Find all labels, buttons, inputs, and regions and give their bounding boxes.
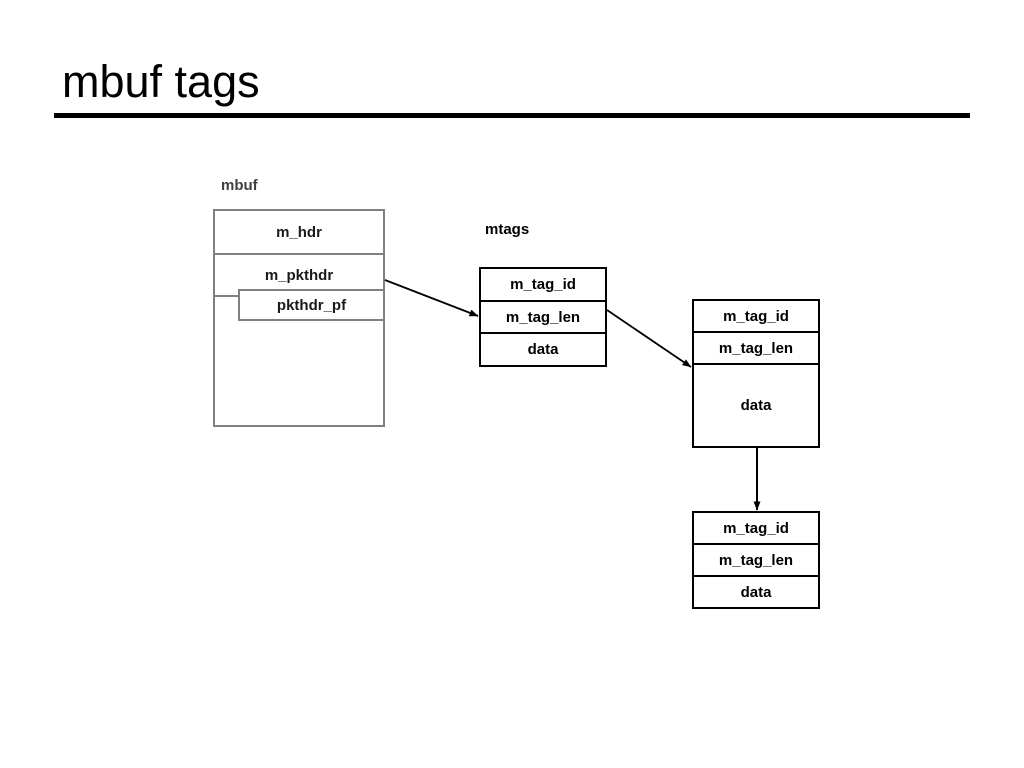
mtag-3-field-m-tag-id: m_tag_id <box>694 513 818 545</box>
mtag-box-1: m_tag_id m_tag_len data <box>479 267 607 367</box>
mtag-3-field-data: data <box>740 583 772 601</box>
mbuf-field-m-hdr: m_hdr <box>215 211 383 255</box>
mtags-caption: mtags <box>485 221 530 238</box>
mtag-1-field-data: data <box>527 341 559 358</box>
mtag-box-3: m_tag_id m_tag_len data <box>692 511 820 609</box>
mtag-2-field-m-tag-len: m_tag_len <box>694 333 818 365</box>
mtag-1-field-m-tag-id: m_tag_id <box>481 269 605 302</box>
arrow-mbuf-to-mtag1 <box>384 279 479 317</box>
page-title: mbuf tags <box>62 56 260 107</box>
mtag-2-field-m-tag-id: m_tag_id <box>694 301 818 333</box>
mtag-3-field-m-tag-len: m_tag_len <box>694 545 818 577</box>
mtag-1-field-m-tag-len: m_tag_len <box>481 302 605 334</box>
mbuf-struct-box: m_hdr m_pkthdr pkthdr_pf <box>213 209 385 427</box>
mbuf-caption: mbuf <box>221 177 258 194</box>
mtag-2-field-data: data <box>740 397 772 414</box>
mbuf-field-pkthdr-pf: pkthdr_pf <box>238 289 385 321</box>
mtag-box-2: m_tag_id m_tag_len data <box>692 299 820 448</box>
arrow-mtag1-to-mtag2 <box>606 309 692 368</box>
title-underline-rule <box>54 113 970 118</box>
mbuf-field-body <box>215 319 383 425</box>
